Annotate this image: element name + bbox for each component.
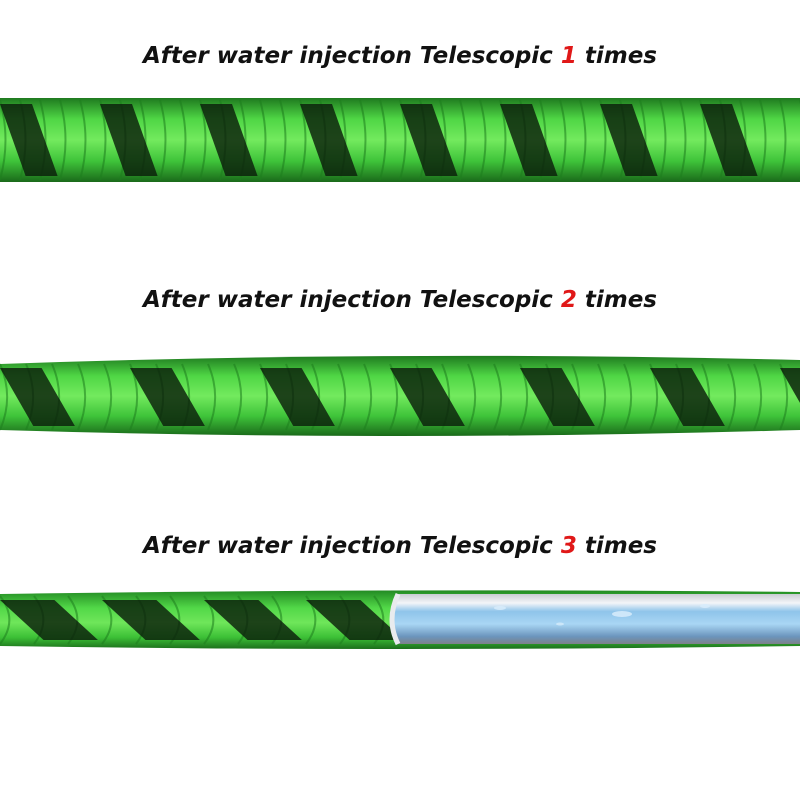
water-droplet [556, 622, 564, 626]
hose-stripe [300, 104, 358, 176]
caption-stage-3: After water injection Telescopic 3 times [0, 532, 800, 560]
hose-rib [559, 99, 567, 181]
hose-stripe [102, 600, 200, 640]
hose-rib [623, 363, 633, 431]
hose-stripe [520, 368, 595, 426]
hose-rib [779, 99, 787, 181]
hose-rib [679, 99, 687, 181]
hose-stripe [260, 368, 335, 426]
hose-rib [59, 99, 67, 181]
hose-rib [459, 99, 467, 181]
hose-stripe [0, 368, 75, 426]
hose-stripe [306, 600, 404, 640]
hose-rib [727, 363, 737, 431]
caption-stage-2: After water injection Telescopic 2 times [0, 286, 800, 314]
hose-rib [207, 363, 217, 431]
hose-stripe [500, 104, 558, 176]
hose-rib [79, 99, 87, 181]
hose-rib [479, 99, 487, 181]
water-droplet [494, 606, 506, 610]
caption-count: 1 [560, 43, 577, 69]
water-droplet [612, 611, 632, 617]
hose-stripe [780, 368, 800, 403]
hose-stripe [0, 104, 58, 176]
hose-image-stage-3 [0, 590, 800, 649]
hose-stripe [0, 600, 98, 640]
hose-rib [337, 363, 347, 431]
caption-count: 3 [560, 533, 577, 559]
hose-rib [279, 99, 287, 181]
caption-prefix: After water injection Telescopic [143, 43, 553, 69]
hose-stripe [204, 600, 302, 640]
hose-rib [103, 363, 113, 431]
caption-prefix: After water injection Telescopic [143, 287, 553, 313]
hose-rib [493, 363, 503, 431]
hose-stripe [650, 368, 725, 426]
hose-rib [363, 363, 373, 431]
hose-stripe [130, 368, 205, 426]
caption-count: 2 [560, 287, 577, 313]
hose-rib [597, 363, 607, 431]
hose-rib [359, 99, 367, 181]
hose-image-stage-1 [0, 98, 800, 182]
hose-rib [579, 99, 587, 181]
hose-rib [179, 99, 187, 181]
hose-stripe [600, 104, 658, 176]
hose-stripe [700, 104, 758, 176]
hose-rib [659, 99, 667, 181]
caption-suffix: times [584, 533, 657, 559]
hose-stripe [400, 104, 458, 176]
hose-rib [753, 363, 763, 431]
hose-rib [259, 99, 267, 181]
hose-image-stage-2 [0, 355, 800, 436]
hose-stripe [390, 368, 465, 426]
hose-rib [77, 363, 87, 431]
hose-stripe [100, 104, 158, 176]
caption-suffix: times [584, 43, 657, 69]
hose-rib [379, 99, 387, 181]
water-droplet [700, 604, 710, 608]
hose-rib [759, 99, 767, 181]
caption-suffix: times [584, 287, 657, 313]
hose-stripe [200, 104, 258, 176]
caption-stage-1: After water injection Telescopic 1 times [0, 42, 800, 70]
hose-rib [159, 99, 167, 181]
hose-rib [467, 363, 477, 431]
caption-prefix: After water injection Telescopic [143, 533, 553, 559]
hose-rib [233, 363, 243, 431]
inner-tube [392, 594, 800, 644]
inner-tube-rim [389, 592, 401, 646]
